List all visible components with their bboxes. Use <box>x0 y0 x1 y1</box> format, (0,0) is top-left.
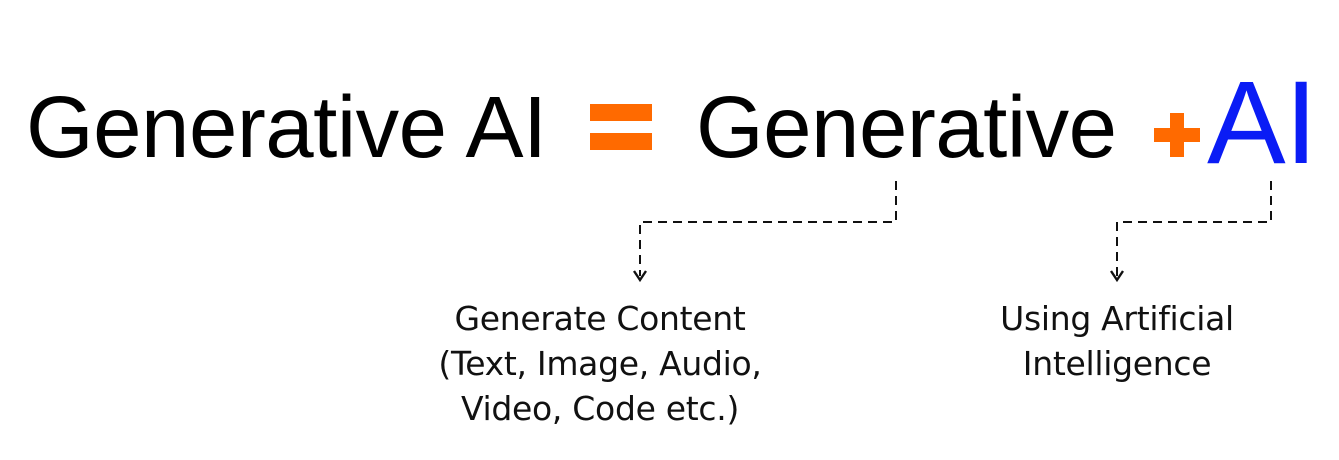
caption-using-ai: Using Artificial Intelligence <box>967 296 1267 386</box>
caption-line: Intelligence <box>1022 344 1212 383</box>
arrowhead-icon <box>633 270 647 283</box>
connector-ai <box>1116 181 1272 276</box>
term-generative: Generative <box>696 79 1117 176</box>
caption-line: Video, Code etc.) <box>460 389 740 428</box>
caption-generate-content: Generate Content (Text, Image, Audio, Vi… <box>400 296 800 431</box>
connector-generative <box>639 181 897 276</box>
caption-line: Generate Content <box>454 299 746 338</box>
arrowhead-icon <box>1110 270 1124 283</box>
caption-line: (Text, Image, Audio, <box>438 344 762 383</box>
plus-icon <box>1154 113 1200 157</box>
equals-icon <box>590 104 652 150</box>
lhs-generative-ai: Generative AI <box>26 79 547 176</box>
term-ai: AI <box>1207 57 1317 189</box>
caption-line: Using Artificial <box>1000 299 1234 338</box>
